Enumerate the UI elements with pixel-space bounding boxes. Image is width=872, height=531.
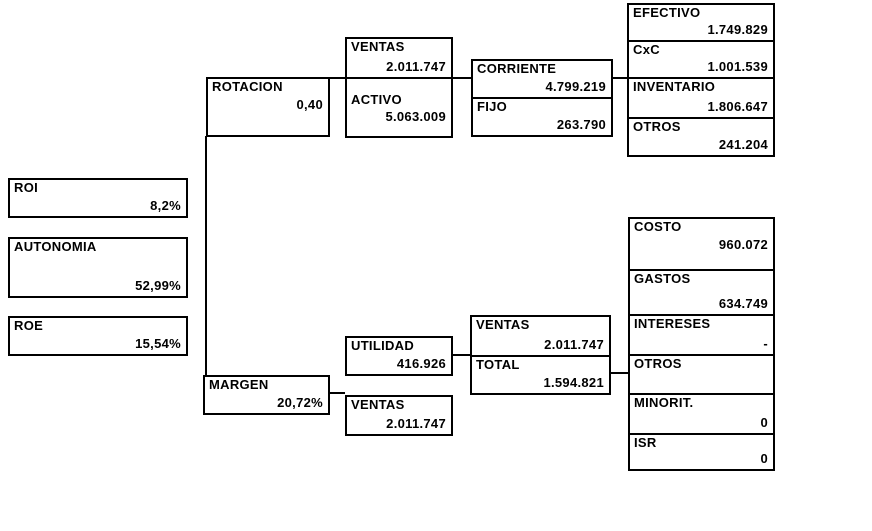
box-ventas-margen: VENTAS 2.011.747 (345, 395, 453, 436)
box-roe-value: 15,54% (135, 336, 181, 352)
box-margen: MARGEN 20,72% (203, 375, 330, 415)
box-fijo-label: FIJO (477, 99, 508, 114)
box-ventas-margen-value: 2.011.747 (386, 416, 446, 432)
box-cxc: CxC 1.001.539 (627, 40, 775, 79)
box-margen-value: 20,72% (277, 395, 323, 411)
connector-rotacion-to-margen (205, 136, 207, 375)
box-roi: ROI 8,2% (8, 178, 188, 218)
connector-rotacion-to-ventas-activo (328, 77, 345, 79)
connector-total-to-costs (611, 372, 628, 374)
box-ventas-top-label: VENTAS (351, 39, 405, 54)
box-intereses-value: - (763, 336, 768, 352)
box-minorit-label: MINORIT. (634, 395, 694, 410)
connector-corriente-to-detail (613, 77, 627, 79)
box-margen-label: MARGEN (209, 377, 269, 392)
box-otros-activos-label: OTROS (633, 119, 681, 134)
box-roi-value: 8,2% (150, 198, 181, 214)
box-costo: COSTO 960.072 (628, 217, 775, 271)
box-cxc-label: CxC (633, 42, 660, 57)
box-rotacion: ROTACION 0,40 (206, 77, 330, 137)
box-total: TOTAL 1.594.821 (470, 355, 611, 395)
box-ventas-top: VENTAS 2.011.747 (345, 37, 453, 79)
box-efectivo-label: EFECTIVO (633, 5, 701, 20)
box-otros-activos: OTROS 241.204 (627, 117, 775, 157)
box-otros-gastos: OTROS (628, 354, 775, 395)
box-isr-value: 0 (760, 451, 768, 467)
box-intereses-label: INTERESES (634, 316, 711, 331)
box-minorit: MINORIT. 0 (628, 393, 775, 435)
box-ventas-margen-label: VENTAS (351, 397, 405, 412)
box-costo-value: 960.072 (718, 236, 768, 252)
connector-margen-to-utilidad-ventas (330, 392, 345, 394)
box-corriente-value: 4.799.219 (545, 79, 606, 95)
box-roe: ROE 15,54% (8, 316, 188, 356)
box-utilidad-label: UTILIDAD (351, 338, 415, 353)
box-ventas-estado: VENTAS 2.011.747 (470, 315, 611, 357)
box-cxc-value: 1.001.539 (707, 59, 768, 75)
box-inventario-label: INVENTARIO (633, 79, 716, 94)
connector-ventasactivo-to-corriente (453, 77, 471, 79)
box-autonomia: AUTONOMIA 52,99% (8, 237, 188, 298)
box-gastos: GASTOS 634.749 (628, 269, 775, 316)
box-costo-label: COSTO (634, 219, 682, 234)
box-ventas-top-value: 2.011.747 (386, 59, 446, 75)
box-minorit-value: 0 (760, 415, 768, 431)
box-efectivo-value: 1.749.829 (707, 22, 768, 38)
box-inventario-value: 1.806.647 (707, 99, 768, 115)
box-autonomia-label: AUTONOMIA (14, 239, 97, 254)
box-intereses: INTERESES - (628, 314, 775, 356)
box-corriente: CORRIENTE 4.799.219 (471, 59, 613, 99)
box-total-label: TOTAL (476, 357, 520, 372)
box-utilidad: UTILIDAD 416.926 (345, 336, 453, 376)
box-ventas-estado-value: 2.011.747 (544, 337, 604, 353)
box-otros-activos-value: 241.204 (718, 137, 768, 153)
box-gastos-value: 634.749 (718, 296, 768, 312)
box-activo-label: ACTIVO (351, 92, 402, 107)
box-roe-label: ROE (14, 318, 44, 333)
box-autonomia-value: 52,99% (135, 278, 181, 294)
box-rotacion-value: 0,40 (296, 96, 323, 112)
box-utilidad-value: 416.926 (396, 356, 446, 372)
box-corriente-label: CORRIENTE (477, 61, 557, 76)
box-inventario: INVENTARIO 1.806.647 (627, 77, 775, 119)
box-ventas-estado-label: VENTAS (476, 317, 530, 332)
box-activo: ACTIVO 5.063.009 (345, 77, 453, 138)
box-total-value: 1.594.821 (543, 375, 604, 391)
box-rotacion-label: ROTACION (212, 79, 283, 94)
box-isr-label: ISR (634, 435, 657, 450)
box-fijo: FIJO 263.790 (471, 97, 613, 137)
box-fijo-value: 263.790 (556, 117, 606, 133)
box-otros-gastos-label: OTROS (634, 356, 682, 371)
connector-utilidad-to-ventas-total (453, 354, 470, 356)
box-roi-label: ROI (14, 180, 39, 195)
box-efectivo: EFECTIVO 1.749.829 (627, 3, 775, 42)
box-isr: ISR 0 (628, 433, 775, 471)
box-activo-value: 5.063.009 (385, 108, 446, 124)
box-gastos-label: GASTOS (634, 271, 691, 286)
